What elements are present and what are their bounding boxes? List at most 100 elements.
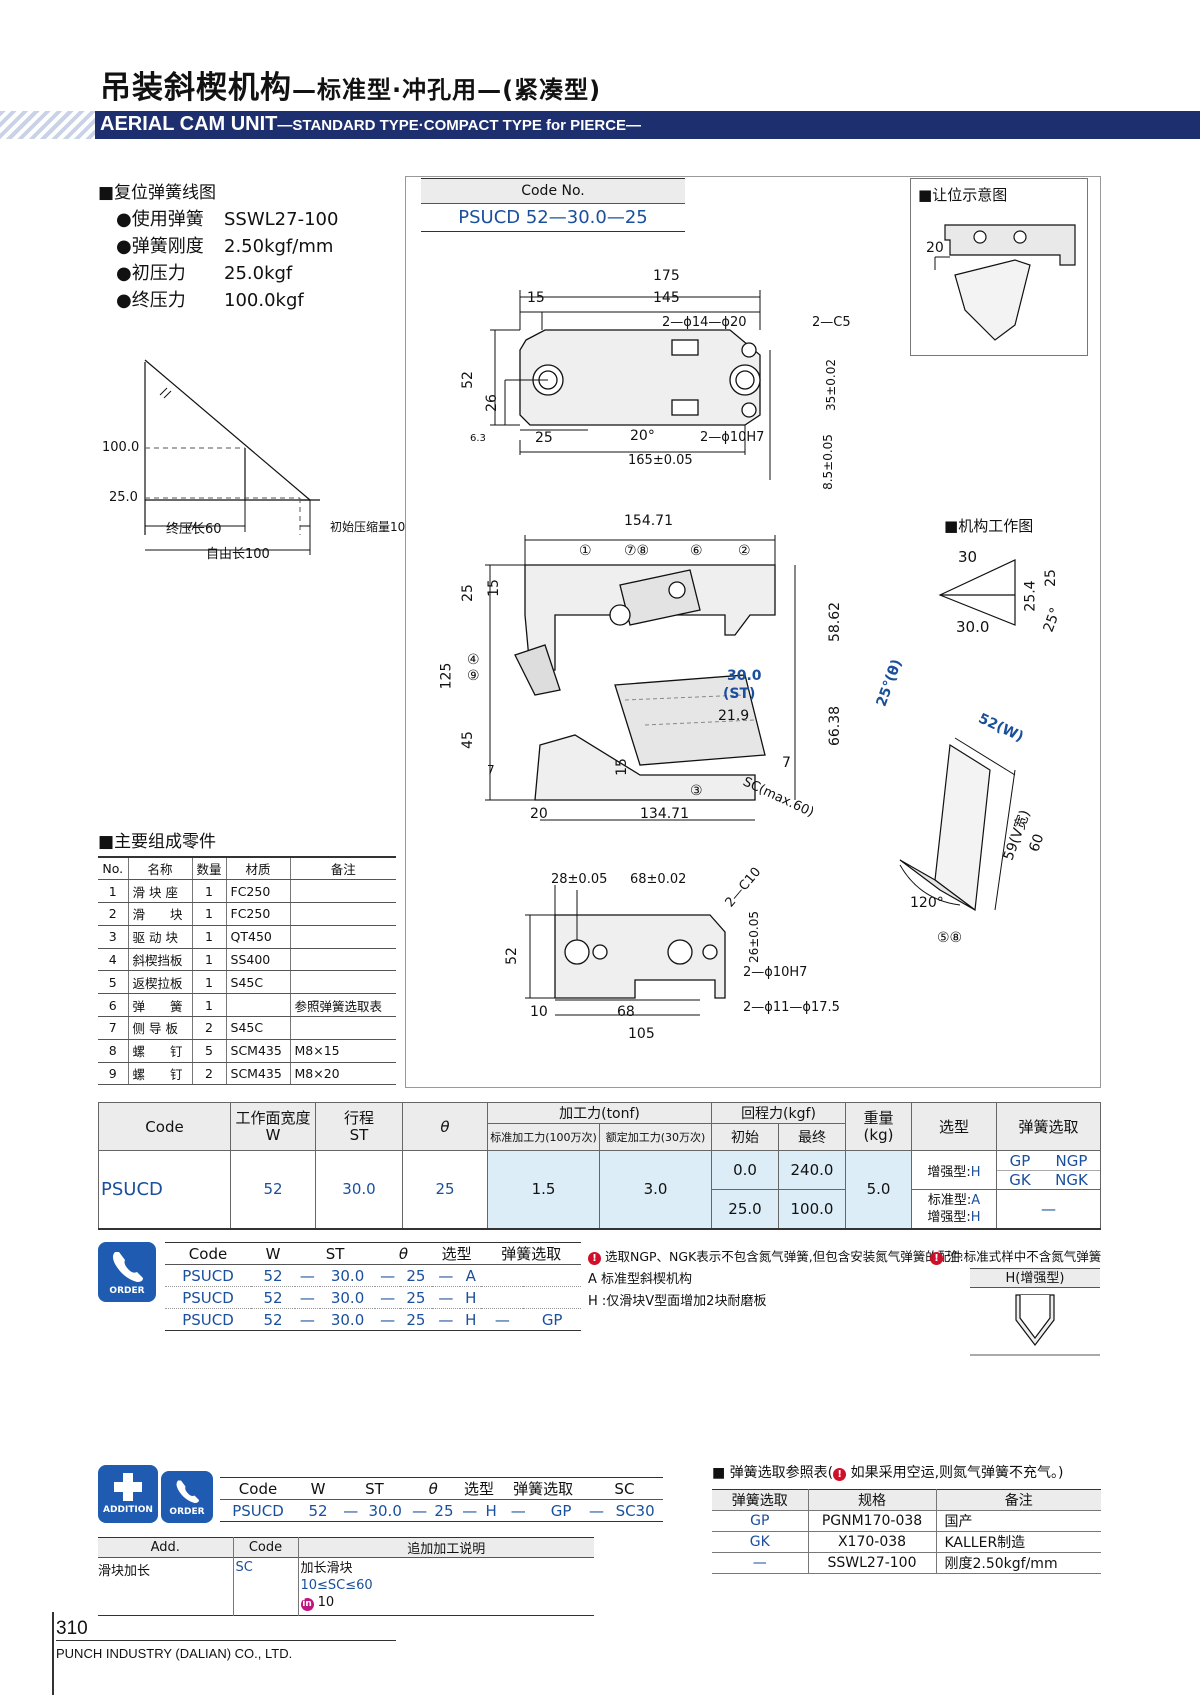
title-banner (0, 111, 1200, 139)
cell: — (431, 1308, 461, 1331)
add-desc-3-text: 10 (317, 1595, 335, 1610)
graph-end-compress: 终压长60 (166, 522, 222, 537)
cell: — (481, 1308, 524, 1331)
hdr-return: 回程力(kgf) (711, 1102, 846, 1124)
dim-bottom-52: 52 (503, 947, 520, 965)
graph-free-length: 自由长100 (206, 547, 270, 562)
spec-value: 25.0kgf (224, 263, 293, 284)
type-value: H (970, 1164, 981, 1180)
cell: 25 (400, 1286, 432, 1309)
dim-side-58: 58.62 (827, 601, 844, 643)
cell: SC30 (607, 1499, 663, 1522)
cell: GP (536, 1499, 586, 1522)
spec-value: 100.0kgf (224, 290, 304, 311)
dim-bottom-26: 26±0.05 (747, 910, 762, 964)
cell: KALLER制造 (935, 1531, 1101, 1553)
dim-side-7b: 7 (782, 755, 791, 771)
dim-top-52: 52 (459, 371, 476, 389)
cell: 斜楔挡板 (127, 948, 192, 972)
cell: 30.0 (361, 1499, 409, 1522)
cell: 9 (98, 1062, 128, 1086)
dim-top-chamfer: 2—C5 (812, 315, 851, 330)
spec-value: 2.50kgf/mm (224, 236, 334, 257)
cell: 4 (98, 948, 128, 972)
cell: — (431, 1264, 461, 1287)
cell: 1 (98, 879, 128, 904)
cell: M8×15 (289, 1039, 396, 1063)
cell: 返楔拉板 (127, 970, 192, 995)
cell: 52 (296, 1499, 340, 1522)
dim-side-45: 45 (459, 731, 476, 749)
part-label-1: ① (579, 543, 592, 559)
part-label-9: ⑨ (467, 668, 480, 684)
spec-theta: 25 (402, 1150, 488, 1230)
cell: FC250 (225, 902, 291, 926)
h-type-label: H(增强型) (970, 1268, 1100, 1288)
spec-value: SSWL27-100 (224, 209, 339, 230)
cell: 2 (98, 902, 128, 926)
col-qty: 数量 (191, 856, 227, 881)
banner-stripes (0, 111, 95, 139)
plus-icon (114, 1473, 142, 1501)
cell: 2 (191, 1062, 227, 1086)
cell: 滑 块 (127, 902, 192, 926)
order-note-a: A 标准型斜楔机构 (588, 1272, 693, 1287)
english-title-sub: —STANDARD TYPE·COMPACT TYPE for PIERCE— (277, 117, 642, 134)
parts-header-row: No. 名称 数量 材质 备注 (98, 856, 396, 881)
cell (289, 902, 396, 926)
phone-icon (176, 1480, 199, 1503)
dim-side-stroke: 30.0 (727, 668, 762, 684)
dim-side-15b: 15 (613, 758, 630, 776)
dim-top-8-5: 8.5±0.05 (820, 434, 835, 490)
cell: SSWL27-100 (807, 1552, 936, 1574)
cell (523, 1286, 581, 1309)
note-text: 选取NGP、NGK表示不包含氮气弹簧,但包含安装氮气弹簧的配件 (604, 1249, 963, 1264)
cell: 螺 钉 (127, 1039, 192, 1063)
cell: — (295, 1308, 320, 1331)
add-desc-3: in 10 (300, 1594, 593, 1611)
spring-gk: GK (1009, 1170, 1031, 1189)
spec-ret-final-2: 100.0 (778, 1189, 846, 1230)
order-note-h: H :仅滑块V型面增加2块耐磨板 (588, 1294, 767, 1309)
dim-side-15: 15 (485, 579, 502, 597)
part-label-6: ⑥ (690, 543, 703, 559)
cell: PSUCD (165, 1264, 251, 1287)
english-title-main: AERIAL CAM UNIT (100, 113, 278, 135)
order-col: W (251, 1242, 295, 1265)
hdr-w-en: W (265, 1125, 281, 1144)
addition-icon-label: ADDITION (103, 1505, 153, 1515)
hdr-weight: 重量(kg) (845, 1102, 912, 1151)
dim-top-holes: 2—ϕ14—ϕ20 (662, 315, 747, 330)
cell: 30.0 (319, 1308, 376, 1331)
company-name: PUNCH INDUSTRY (DALIAN) CO., LTD. (56, 1646, 293, 1661)
dim-bottom-holes: 2—ϕ11—ϕ17.5 (743, 1000, 840, 1015)
dim-top-175: 175 (653, 268, 680, 284)
spring-ngp: NGP (1055, 1151, 1088, 1170)
dim-bottom-68b: 68 (617, 1004, 635, 1020)
add-col: θ (408, 1477, 458, 1500)
order-col: ST (295, 1242, 376, 1265)
clearance-dim: 20 (926, 240, 944, 256)
order-icon-label: ORDER (109, 1286, 145, 1296)
alert-icon: ! (588, 1252, 601, 1265)
mech-dim-25: 25 (1042, 569, 1059, 587)
cell (289, 1016, 396, 1040)
h-type-drawing (970, 1294, 1100, 1356)
spec-spring-3: — (996, 1189, 1101, 1230)
hdr-theta: θ (402, 1102, 488, 1151)
hdr-ret-init: 初始 (711, 1123, 779, 1151)
spec-label: ●终压力 (116, 290, 186, 311)
cell: PSUCD (220, 1499, 296, 1522)
spring-ref-title: 弹簧选取参照表( (729, 1465, 834, 1481)
cell: 螺 钉 (127, 1062, 192, 1086)
